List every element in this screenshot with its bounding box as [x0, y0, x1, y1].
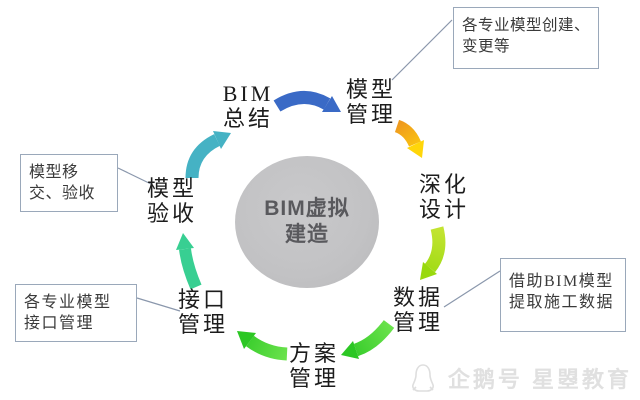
- center-circle: BIM虚拟 建造: [235, 156, 379, 288]
- arrow-interface-to-accept: [176, 233, 202, 290]
- arrow-detail-to-data: [420, 226, 446, 280]
- node-label: 接口: [177, 287, 228, 312]
- callout-interface-note: 各专业模型接口管理: [15, 284, 137, 342]
- node-model-acceptance: 模型 验收: [130, 176, 214, 226]
- node-interface-management: 接口 管理: [161, 287, 245, 337]
- center-title-line2: 建造: [285, 223, 329, 246]
- cycle-arrows: [176, 91, 446, 361]
- watermark: 企鹅号 星曌教育: [410, 362, 632, 394]
- node-label: 管理: [345, 102, 396, 127]
- center-title-line1: BIM虚拟: [264, 197, 350, 220]
- connector-interface: [136, 297, 181, 312]
- node-label: 模型: [146, 176, 197, 201]
- node-label: BIM: [222, 81, 274, 106]
- callout-model-creation-note: 各专业模型创建、变更等: [453, 7, 599, 69]
- arrow-summary-to-model: [273, 91, 341, 112]
- node-label: 管理: [392, 310, 443, 335]
- arrow-data-to-plan: [341, 319, 395, 359]
- node-label: 模型: [345, 77, 396, 102]
- watermark-text: 企鹅号 星曌教育: [447, 367, 632, 392]
- arrow-accept-to-summary: [185, 131, 231, 179]
- node-label: 总结: [222, 106, 273, 131]
- arrow-model-to-detail: [394, 119, 424, 158]
- node-plan-management: 方案 管理: [272, 341, 356, 391]
- node-data-management: 数据 管理: [376, 285, 460, 335]
- node-label: 方案: [288, 341, 339, 366]
- node-detailed-design: 深化 设计: [402, 172, 486, 222]
- penguin-icon: [411, 364, 434, 392]
- node-model-management: 模型 管理: [329, 77, 413, 127]
- callout-data-extraction-note: 借助BIM模型提取施工数据: [500, 258, 626, 332]
- node-label: 管理: [288, 366, 339, 391]
- callout-connectors: [117, 19, 501, 312]
- connector-data-extraction: [443, 270, 501, 308]
- node-label: 验收: [146, 201, 197, 226]
- connector-model-creation: [391, 19, 453, 81]
- node-label: 数据: [392, 285, 443, 310]
- node-label: 深化: [418, 172, 469, 197]
- callout-model-handover-note: 模型移交、验收: [20, 154, 118, 212]
- node-bim-summary: BIM 总结: [206, 81, 290, 131]
- node-label: 管理: [177, 312, 228, 337]
- arrow-plan-to-interface: [237, 331, 288, 361]
- node-label: 设计: [418, 197, 469, 222]
- connector-model-handover: [117, 167, 152, 185]
